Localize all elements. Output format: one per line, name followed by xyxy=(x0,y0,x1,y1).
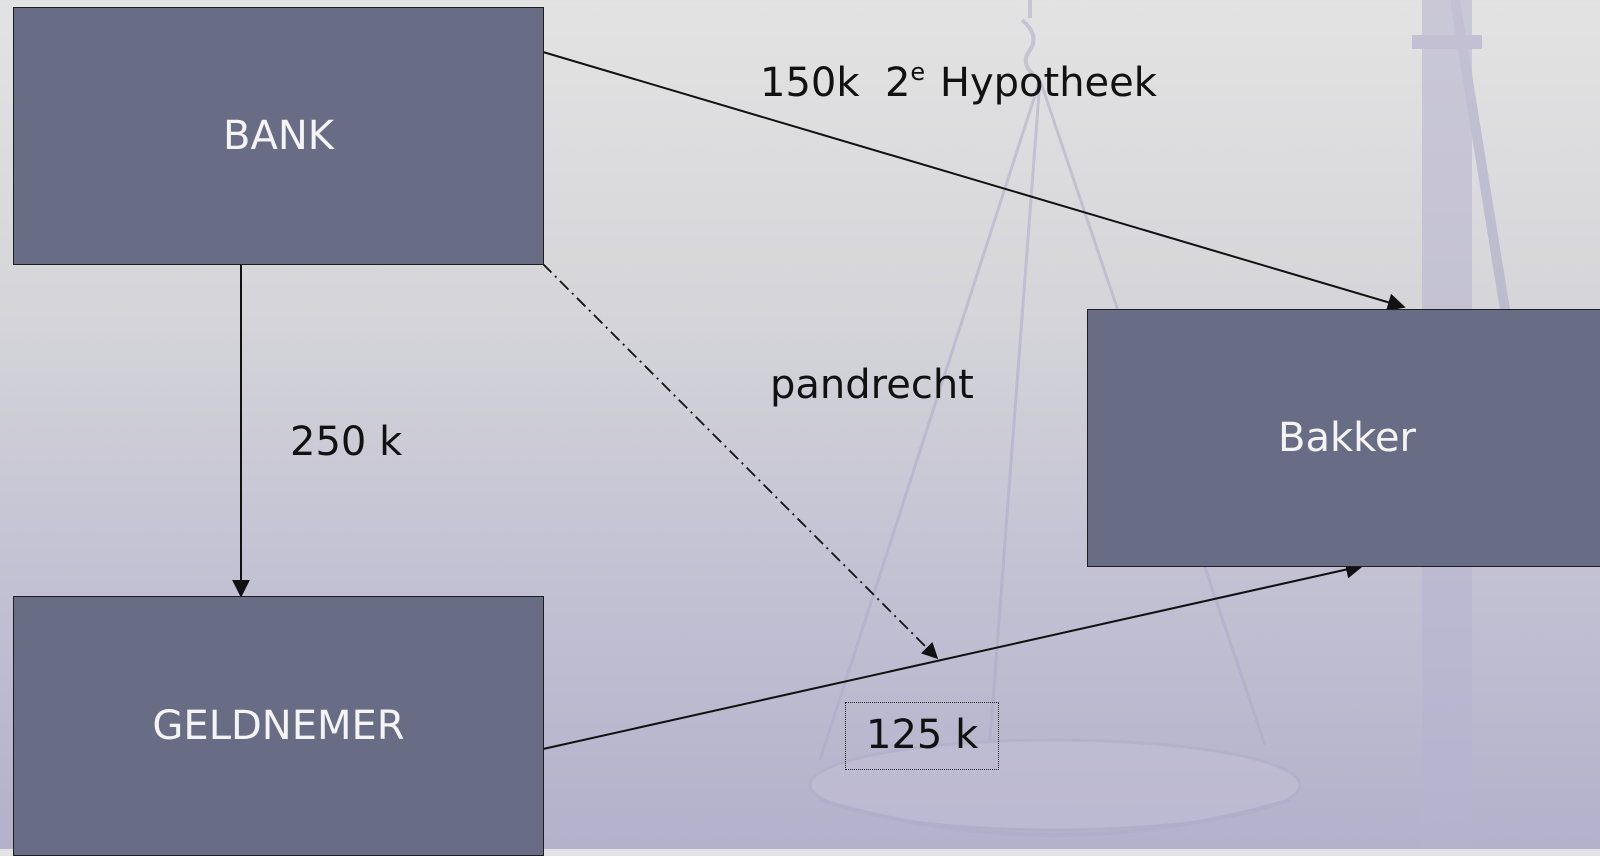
geldnemer-label: GELDNEMER xyxy=(152,703,405,749)
bank-label: BANK xyxy=(223,113,334,159)
pandrecht-text: pandrecht xyxy=(770,362,974,408)
amount-250k: 250 k xyxy=(290,419,403,465)
edge-label-125k: 125 k xyxy=(845,702,1000,770)
edge-pandrecht xyxy=(542,263,939,660)
bank-node: BANK xyxy=(13,7,544,265)
geldnemer-node: GELDNEMER xyxy=(13,596,544,856)
edge-label-pandrecht: pandrecht xyxy=(770,365,974,405)
edge-geldnemer-bakker xyxy=(542,560,1364,750)
amount-125k: 125 k xyxy=(866,712,979,758)
bakker-label: Bakker xyxy=(1278,415,1416,461)
hypotheek-type: Hypotheek xyxy=(939,60,1157,106)
hypotheek-ordinal-number: 2 xyxy=(884,60,911,106)
hypotheek-amount: 150k xyxy=(760,60,860,106)
hypotheek-ordinal-suffix: e xyxy=(910,58,926,86)
edge-bank-bakker xyxy=(542,51,1406,312)
edge-label-hypotheek: 150k 2e Hypotheek xyxy=(760,60,1157,103)
edge-label-250k: 250 k xyxy=(290,422,402,462)
bakker-node: Bakker xyxy=(1087,309,1600,567)
